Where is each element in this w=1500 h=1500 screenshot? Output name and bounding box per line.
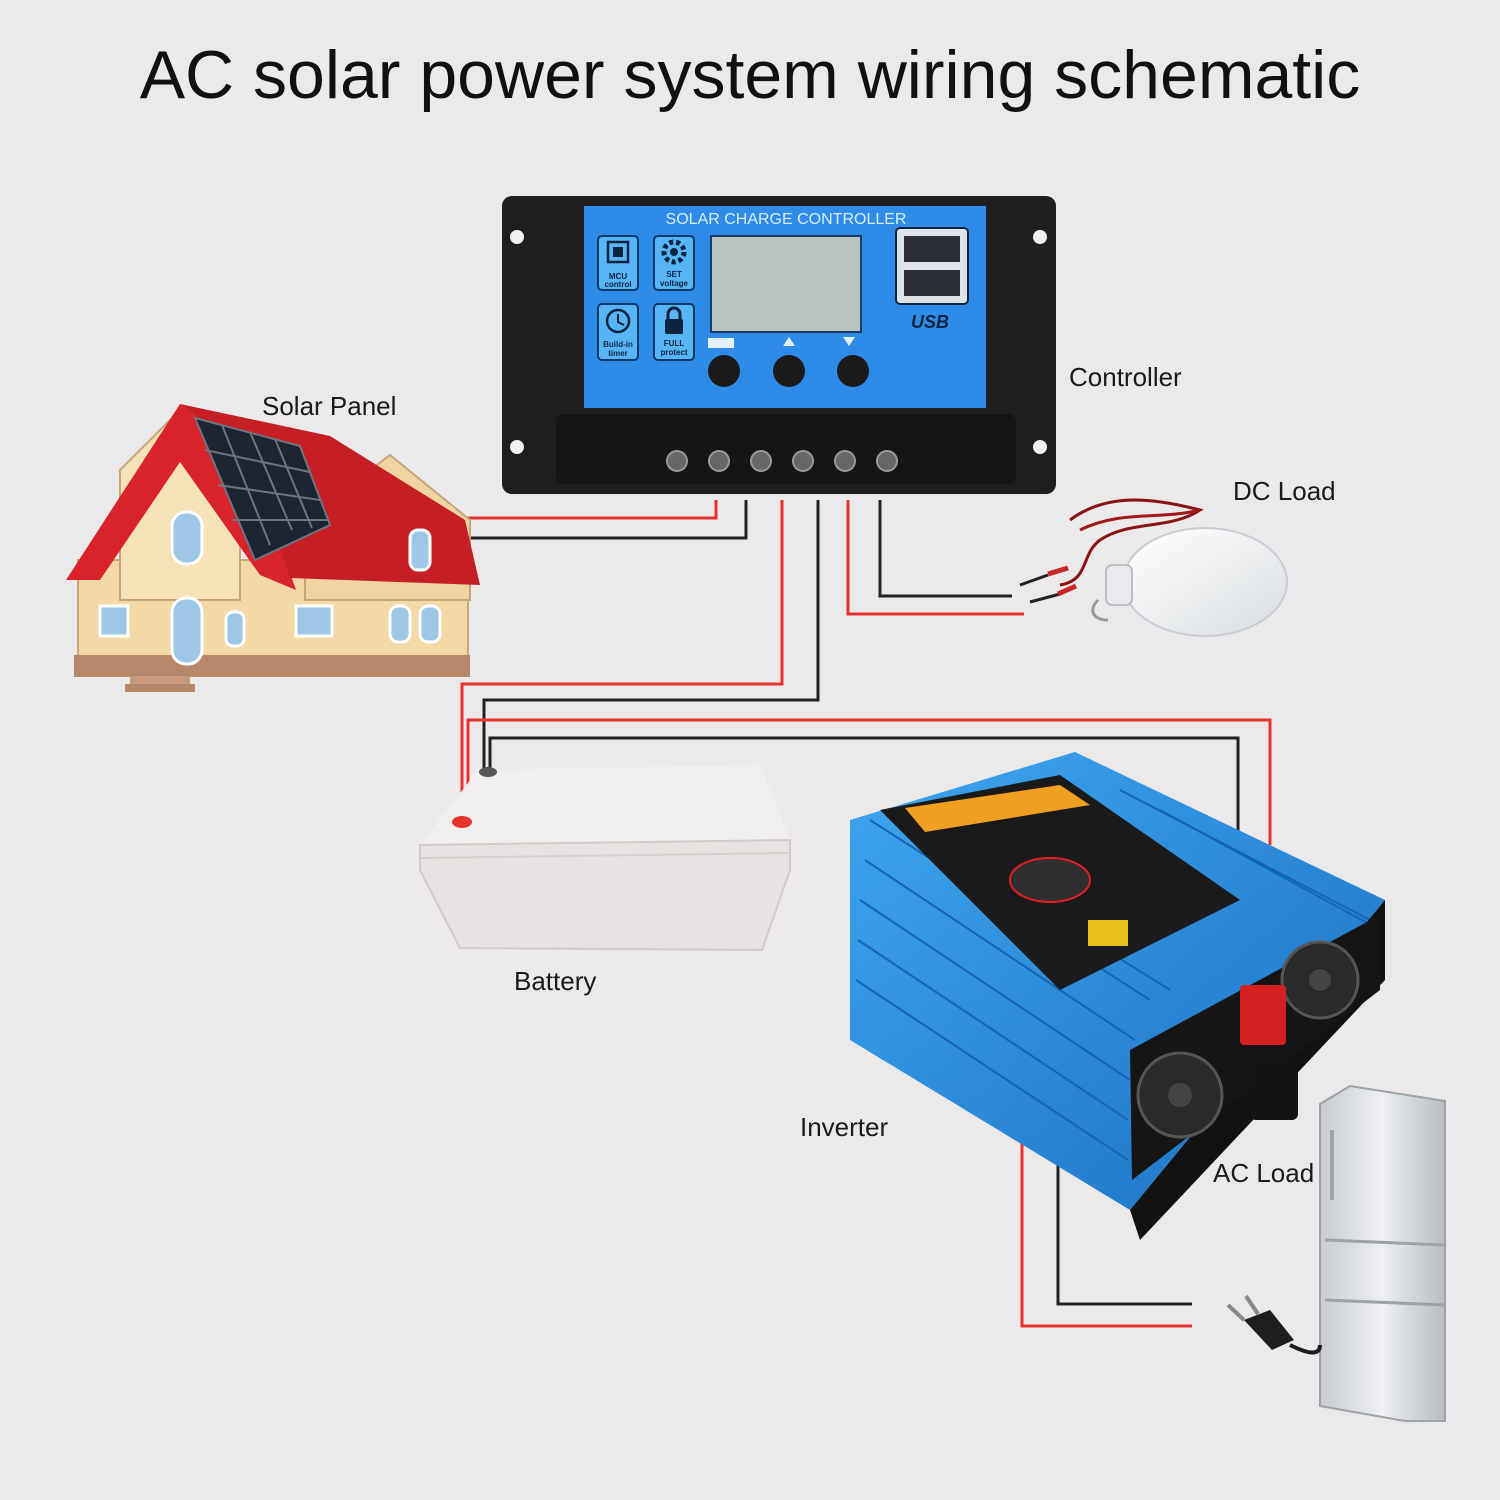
controller-label: Controller [1069, 362, 1182, 392]
down-button[interactable] [837, 355, 869, 387]
terminal-block [666, 450, 898, 472]
menu-button[interactable] [708, 355, 740, 387]
ac-load-label: AC Load [1213, 1158, 1315, 1188]
ac-load-fridge [1319, 1084, 1446, 1422]
wire-dcload-positive [846, 500, 1024, 616]
gear-icon [661, 239, 687, 265]
timer-label-2: timer [608, 349, 628, 358]
wire-battery-negative [482, 500, 820, 770]
clock-icon [605, 308, 631, 334]
solar-panel-label: Solar Panel [262, 391, 397, 421]
page-title: AC solar power system wiring schematic [139, 37, 1361, 113]
battery-label: Battery [514, 966, 597, 996]
solar-panel-array [193, 416, 332, 562]
wire-inverter-positive [466, 718, 1272, 845]
wire-acload-positive [1020, 1130, 1192, 1328]
set-label-1: SET [666, 270, 682, 279]
mcu-icon [606, 240, 630, 264]
solar-charge-controller [502, 196, 1056, 494]
controller-header: SOLAR CHARGE CONTROLLER [666, 211, 907, 228]
mcu-label-2: control [604, 280, 631, 289]
up-button[interactable] [773, 355, 805, 387]
lock-icon [665, 306, 683, 334]
inverter-label: Inverter [800, 1112, 889, 1142]
wire-battery-positive [460, 500, 784, 820]
wire-inverter-negative [488, 736, 1240, 865]
protect-label-2: protect [660, 348, 687, 357]
house-with-solar-panel [66, 404, 480, 692]
timer-label-1: Build-in [603, 340, 633, 349]
wire-acload-negative [1056, 1140, 1192, 1306]
power-switch[interactable] [1240, 985, 1286, 1045]
battery [419, 765, 791, 952]
protect-label-1: FULL [664, 339, 685, 348]
wire-dcload-negative [878, 500, 1012, 598]
ac-plug [1226, 1294, 1322, 1355]
dc-load-bulb [1019, 498, 1288, 637]
set-label-2: voltage [660, 279, 689, 288]
dc-load-label: DC Load [1233, 476, 1336, 506]
wires [300, 500, 1272, 1328]
inverter [850, 752, 1385, 1240]
mcu-label-1: MCU [609, 272, 627, 281]
usb-label: USB [911, 312, 949, 332]
